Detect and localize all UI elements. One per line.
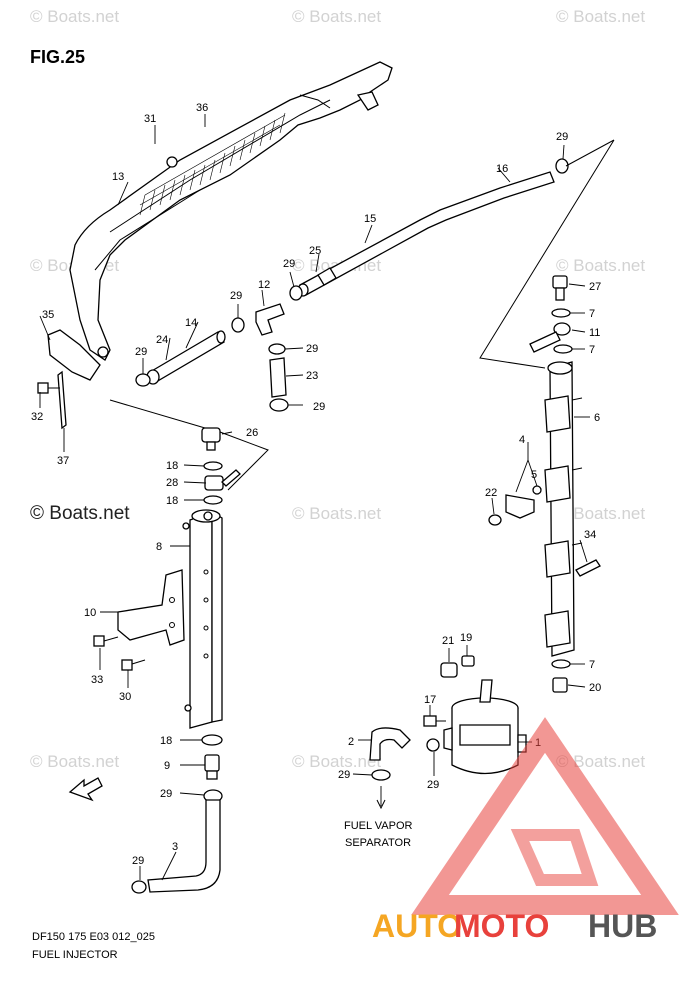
fwd-arrow-icon	[68, 777, 103, 802]
callout: 19	[460, 632, 472, 644]
figure-code: DF150 175 E03 012_025	[32, 931, 155, 943]
callout: 22	[485, 487, 497, 499]
pipe-fitting-12	[255, 303, 285, 336]
separator-note-line1: FUEL VAPOR	[344, 820, 413, 832]
fuel-injector-4	[488, 485, 542, 526]
callout: 14	[185, 317, 197, 329]
watermark: © Boats.net	[292, 752, 381, 771]
bracket-10	[117, 569, 185, 646]
inlet-fitting-9	[201, 734, 223, 780]
intake-cover-13	[69, 61, 393, 361]
callout: 20	[589, 682, 601, 694]
callout: 18	[160, 735, 172, 747]
callout: 18	[166, 495, 178, 507]
callout: 12	[258, 279, 270, 291]
callout: 18	[166, 460, 178, 472]
callout: 29	[135, 346, 147, 358]
callout: 4	[519, 434, 525, 446]
callout: 10	[84, 607, 96, 619]
callout: 9	[164, 760, 170, 772]
watermark: © Boats.net	[556, 752, 645, 771]
callout: 29	[313, 401, 325, 413]
callout: 17	[424, 694, 436, 706]
intake-cover-hatching	[139, 112, 286, 216]
down-arrow-icon	[376, 799, 386, 810]
callout: 29	[427, 779, 439, 791]
callout: 7	[589, 344, 595, 356]
fuel-vapor-separator-1	[443, 679, 527, 775]
callout: 7	[589, 308, 595, 320]
rail-fittings	[529, 275, 573, 693]
callout: 35	[42, 309, 54, 321]
watermark: © Boats.net	[556, 504, 645, 523]
callout: 26	[246, 427, 258, 439]
union-bolt-group	[109, 399, 269, 505]
watermark: © Boats.net	[292, 504, 381, 523]
bracket-35	[37, 329, 101, 430]
callout: 29	[338, 769, 350, 781]
watermark: © Boats.net	[556, 256, 645, 275]
callout: 30	[119, 691, 131, 703]
callout: 29	[283, 258, 295, 270]
callout: 33	[91, 674, 103, 686]
callout: 34	[584, 529, 596, 541]
callout: 7	[589, 659, 595, 671]
fuel-hose-23	[268, 343, 289, 412]
callout: 5	[531, 469, 537, 481]
callout: 27	[589, 281, 601, 293]
watermark: © Boats.net	[556, 7, 645, 26]
callout: 28	[166, 477, 178, 489]
callout: 29	[556, 131, 568, 143]
fuel-hose-3	[147, 799, 221, 893]
automotohub-logo: AUTO MOTO HUB	[372, 717, 679, 944]
callout: 15	[364, 213, 376, 225]
callout: 6	[594, 412, 600, 424]
hose-2	[369, 727, 411, 761]
callout: 8	[156, 541, 162, 553]
figure-caption: FUEL INJECTOR	[32, 949, 118, 961]
bolt-34	[575, 559, 601, 577]
callout: 32	[31, 411, 43, 423]
watermark: © Boats.net	[30, 752, 119, 771]
callout: 2	[348, 736, 354, 748]
callout: 24	[156, 334, 168, 346]
callout: 36	[196, 102, 208, 114]
callout: 16	[496, 163, 508, 175]
callout: 13	[112, 171, 124, 183]
guide-lines	[479, 139, 615, 369]
fuel-pipe-15	[297, 171, 555, 297]
callout: 29	[132, 855, 144, 867]
callout: 23	[306, 370, 318, 382]
logo-hub: HUB	[588, 908, 657, 944]
fuel-rail-6	[544, 361, 583, 657]
separator-note-line2: SEPARATOR	[345, 837, 411, 849]
callout: 29	[230, 290, 242, 302]
cap-21-19	[440, 655, 475, 678]
callout-labels: 31 36 13 35 32 37 29 16 15 25 29 12 29 1…	[31, 102, 601, 867]
callout: 11	[589, 327, 600, 339]
watermark-main: © Boats.net	[30, 503, 130, 524]
figure-title: FIG.25	[30, 47, 85, 67]
fuel-delivery-pipe-8	[182, 509, 223, 729]
leader-lines	[39, 114, 590, 881]
callout: 29	[160, 788, 172, 800]
callout: 3	[172, 841, 178, 853]
callout: 29	[306, 343, 318, 355]
logo-auto: AUTO	[372, 908, 462, 944]
callout: 37	[57, 455, 69, 467]
logo-moto: MOTO	[454, 908, 549, 944]
callout: 21	[442, 635, 454, 647]
callout: 31	[144, 113, 156, 125]
bolts-33-30	[93, 635, 146, 671]
watermark: © Boats.net	[30, 7, 119, 26]
screw-17	[423, 715, 446, 727]
watermark: © Boats.net	[292, 7, 381, 26]
callout: 25	[309, 245, 321, 257]
